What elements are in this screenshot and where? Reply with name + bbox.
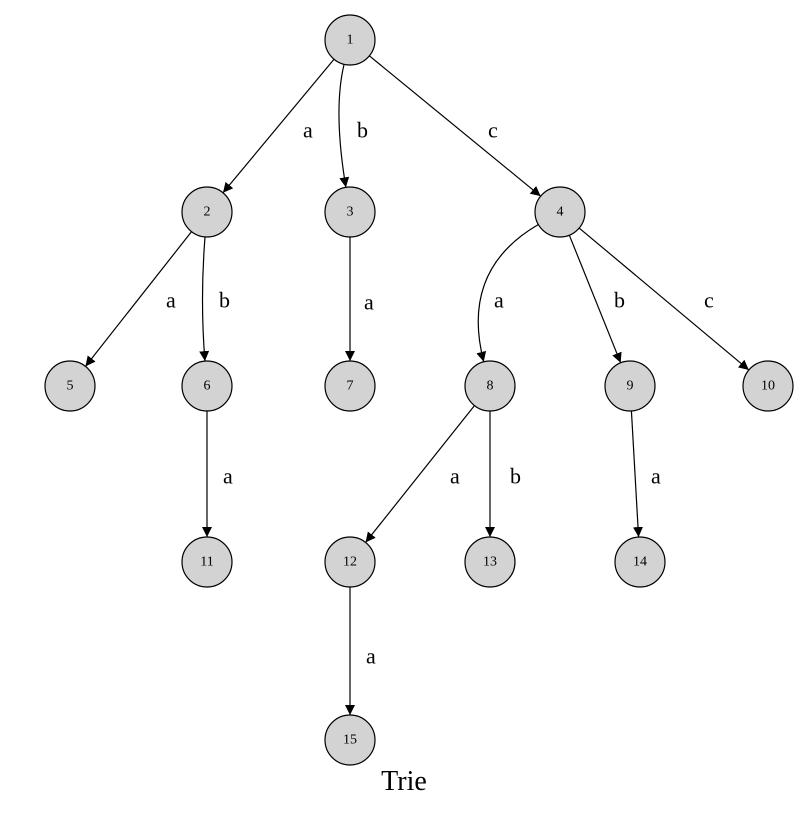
node-label: 1 bbox=[347, 33, 354, 48]
edge-line bbox=[568, 234, 622, 364]
node-label: 12 bbox=[343, 555, 357, 570]
node-circle bbox=[614, 536, 666, 588]
node-label: 14 bbox=[633, 555, 647, 570]
node-7: 7 bbox=[324, 360, 376, 412]
node-14: 14 bbox=[614, 536, 666, 588]
node-label: 3 bbox=[347, 205, 354, 220]
edge-line bbox=[199, 236, 210, 362]
node-circle bbox=[324, 186, 376, 238]
edge-4-9: b bbox=[568, 234, 625, 364]
node-6: 6 bbox=[181, 360, 233, 412]
node-13: 13 bbox=[464, 536, 516, 588]
edge-line bbox=[365, 405, 475, 543]
edge-label: b bbox=[219, 288, 230, 313]
diagram-title: Trie bbox=[381, 766, 427, 797]
edge-label: b bbox=[357, 118, 368, 143]
edge-4-8: a bbox=[476, 224, 539, 362]
node-circle bbox=[534, 186, 586, 238]
edge-4-10: c bbox=[578, 227, 750, 371]
edge-label: a bbox=[166, 288, 176, 313]
node-label: 2 bbox=[204, 205, 211, 220]
node-label: 15 bbox=[343, 733, 357, 748]
edge-1-4: c bbox=[368, 55, 542, 197]
node-11: 11 bbox=[181, 536, 233, 588]
node-label: 9 bbox=[627, 379, 634, 394]
node-label: 10 bbox=[761, 379, 775, 394]
edge-label: b bbox=[510, 464, 521, 489]
node-circle bbox=[742, 360, 794, 412]
edge-8-13: b bbox=[485, 411, 521, 537]
edge-1-2: a bbox=[222, 58, 335, 194]
edge-line bbox=[630, 410, 644, 538]
node-label: 7 bbox=[347, 379, 354, 394]
edge-line bbox=[222, 58, 335, 194]
edge-label: a bbox=[651, 464, 661, 489]
edge-label: a bbox=[223, 464, 233, 489]
edge-label: a bbox=[494, 288, 504, 313]
node-4: 4 bbox=[534, 186, 586, 238]
node-5: 5 bbox=[44, 360, 96, 412]
edge-label: b bbox=[614, 288, 625, 313]
edge-6-11: a bbox=[202, 411, 233, 537]
node-3: 3 bbox=[324, 186, 376, 238]
node-label: 13 bbox=[483, 555, 497, 570]
node-circle bbox=[324, 714, 376, 766]
edge-line bbox=[338, 64, 350, 188]
edge-line bbox=[578, 227, 750, 371]
node-2: 2 bbox=[181, 186, 233, 238]
node-circle bbox=[324, 536, 376, 588]
node-circle bbox=[464, 536, 516, 588]
node-8: 8 bbox=[464, 360, 516, 412]
edge-label: c bbox=[704, 288, 714, 313]
node-15: 15 bbox=[324, 714, 376, 766]
edge-line bbox=[368, 55, 542, 197]
edge-12-15: a bbox=[345, 587, 376, 715]
edge-8-12: a bbox=[365, 405, 475, 543]
node-circle bbox=[44, 360, 96, 412]
edge-label: a bbox=[450, 464, 460, 489]
node-circle bbox=[604, 360, 656, 412]
edge-label: c bbox=[488, 118, 498, 143]
edge-2-6: b bbox=[199, 236, 230, 362]
edge-line bbox=[84, 231, 193, 367]
edge-3-7: a bbox=[345, 237, 374, 361]
node-circle bbox=[181, 186, 233, 238]
node-label: 8 bbox=[487, 379, 494, 394]
node-label: 6 bbox=[204, 379, 211, 394]
node-circle bbox=[324, 360, 376, 412]
edge-1-3: b bbox=[338, 64, 368, 188]
edge-2-5: a bbox=[84, 231, 193, 367]
node-10: 10 bbox=[742, 360, 794, 412]
node-circle bbox=[181, 536, 233, 588]
node-label: 11 bbox=[200, 555, 213, 570]
node-circle bbox=[181, 360, 233, 412]
edge-label: a bbox=[303, 118, 313, 143]
node-circle bbox=[464, 360, 516, 412]
node-label: 5 bbox=[67, 379, 74, 394]
node-12: 12 bbox=[324, 536, 376, 588]
node-1: 1 bbox=[324, 14, 376, 66]
node-9: 9 bbox=[604, 360, 656, 412]
edge-9-14: a bbox=[630, 410, 661, 538]
edge-line bbox=[476, 224, 539, 362]
edge-label: a bbox=[366, 644, 376, 669]
node-label: 4 bbox=[557, 205, 564, 220]
edge-label: a bbox=[364, 290, 374, 315]
node-circle bbox=[324, 14, 376, 66]
edges-layer: a b c a b a a b c a a b a a bbox=[84, 55, 750, 715]
